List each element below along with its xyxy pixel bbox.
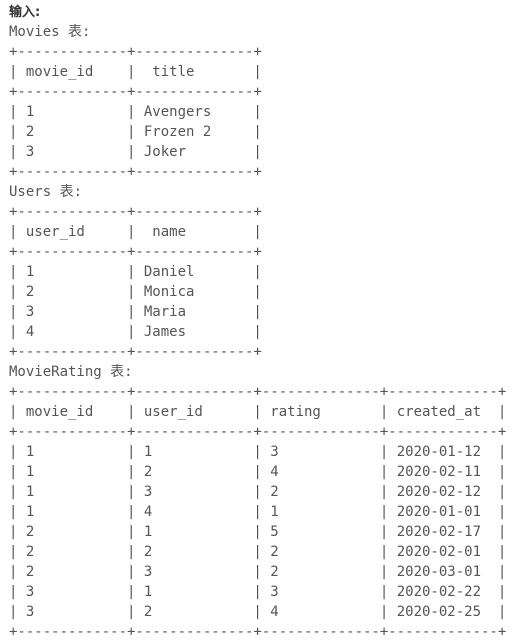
table-row: | 3 | Joker |: [9, 144, 262, 160]
table-header-row: | movie_id | user_id | rating | created_…: [9, 404, 507, 420]
table-row: | 2 | Monica |: [9, 284, 262, 300]
table-border: +-------------+--------------+----------…: [9, 424, 507, 440]
table-row: | 3 | 2 | 4 | 2020-02-25 |: [9, 604, 507, 620]
table-caption-movierating: MovieRating 表:: [9, 364, 133, 380]
table-border: +-------------+--------------+: [9, 84, 262, 100]
table-border: +-------------+--------------+----------…: [9, 624, 507, 640]
table-row: | 1 | Daniel |: [9, 264, 262, 280]
table-row: | 2 | 1 | 5 | 2020-02-17 |: [9, 524, 507, 540]
input-heading: 输入:: [9, 5, 41, 20]
table-row: | 2 | Frozen 2 |: [9, 124, 262, 140]
table-border: +-------------+--------------+: [9, 244, 262, 260]
table-border: +-------------+--------------+: [9, 44, 262, 60]
sql-tables-block: Movies 表: +-------------+--------------+ |…: [9, 22, 506, 642]
table-header-row: | movie_id | title |: [9, 64, 262, 80]
table-row: | 4 | James |: [9, 324, 262, 340]
table-caption-users: Users 表:: [9, 184, 83, 200]
table-caption-movies: Movies 表:: [9, 24, 91, 40]
table-row: | 3 | 1 | 3 | 2020-02-22 |: [9, 584, 507, 600]
table-row: | 1 | 3 | 2 | 2020-02-12 |: [9, 484, 507, 500]
table-row: | 1 | 4 | 1 | 2020-01-01 |: [9, 504, 507, 520]
table-header-row: | user_id | name |: [9, 224, 262, 240]
table-row: | 1 | Avengers |: [9, 104, 262, 120]
table-border: +-------------+--------------+: [9, 344, 262, 360]
table-row: | 3 | Maria |: [9, 304, 262, 320]
table-row: | 1 | 2 | 4 | 2020-02-11 |: [9, 464, 507, 480]
table-row: | 1 | 1 | 3 | 2020-01-12 |: [9, 444, 507, 460]
table-border: +-------------+--------------+: [9, 164, 262, 180]
table-row: | 2 | 2 | 2 | 2020-02-01 |: [9, 544, 507, 560]
table-border: +-------------+--------------+: [9, 204, 262, 220]
table-row: | 2 | 3 | 2 | 2020-03-01 |: [9, 564, 507, 580]
table-border: +-------------+--------------+----------…: [9, 384, 507, 400]
